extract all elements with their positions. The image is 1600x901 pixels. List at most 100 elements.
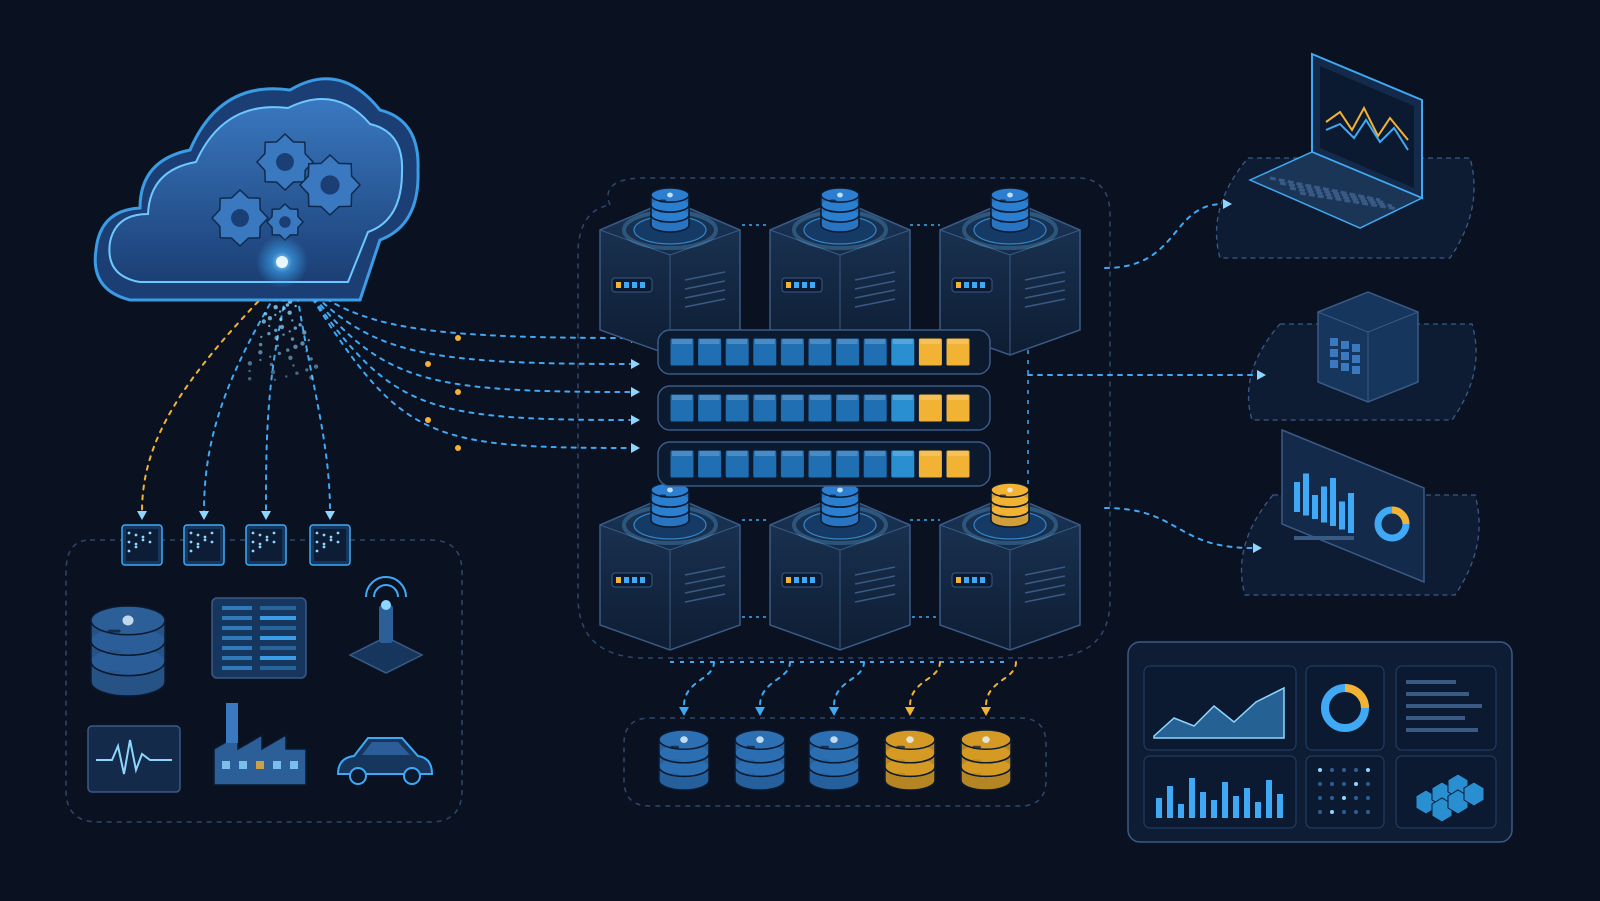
- data-particle: [282, 306, 286, 310]
- flow-packet-5: [455, 445, 461, 451]
- bar-chart-icon: [1143, 755, 1297, 829]
- queue-block: [697, 393, 723, 423]
- queue-block: [862, 449, 888, 479]
- data-particle: [273, 378, 277, 381]
- edge-chip-icon: [121, 524, 163, 566]
- cloud-gears-icon: [93, 77, 420, 302]
- data-particle: [291, 319, 294, 322]
- queue-block: [697, 337, 723, 367]
- queue-block: [835, 337, 861, 367]
- flow-arrow-edge-2: [199, 511, 209, 520]
- flow-to-storage-2: [759, 661, 791, 707]
- data-particle: [293, 326, 298, 330]
- data-particle: [288, 330, 291, 333]
- flow-to-storage-3: [833, 661, 865, 707]
- queue-block: [917, 393, 943, 423]
- flow-cloud-to-cluster-2: [301, 281, 631, 365]
- waveform-monitor-icon: [87, 725, 181, 793]
- data-particle: [274, 313, 277, 317]
- data-particle: [274, 335, 279, 341]
- data-particle: [261, 319, 266, 324]
- report-tablet-icon: [1281, 428, 1425, 584]
- queue-block: [807, 393, 833, 423]
- queue-block: [917, 337, 943, 367]
- flow-cloud-to-cluster-3: [301, 281, 631, 393]
- server-node-icon: [599, 482, 741, 651]
- data-particle: [279, 324, 285, 330]
- queue-block: [945, 337, 971, 367]
- data-particle: [298, 323, 302, 327]
- edge-chip-icon: [245, 524, 287, 566]
- flow-arrow-edge-1: [137, 511, 147, 520]
- flow-cloud-to-edge-1: [141, 286, 273, 513]
- edge-chip-icon: [183, 524, 225, 566]
- data-particle: [302, 330, 307, 335]
- flow-cloud-to-cluster-5: [301, 281, 631, 449]
- data-particle: [267, 331, 271, 336]
- queue-block: [697, 449, 723, 479]
- data-particle: [286, 348, 290, 352]
- server-rack-icon: [211, 597, 307, 679]
- flow-arrow-edge-3: [261, 511, 271, 520]
- flow-arrow-cluster-in-2: [631, 359, 640, 369]
- database-icon: [884, 729, 936, 791]
- database-icon: [658, 729, 710, 791]
- data-particle: [247, 361, 253, 366]
- data-particle: [276, 344, 279, 347]
- queue-block: [669, 449, 695, 479]
- area-chart-icon: [1143, 665, 1297, 751]
- data-particle: [267, 316, 273, 321]
- data-particle: [288, 355, 293, 360]
- flow-packet-3: [455, 389, 461, 395]
- queue-block: [945, 449, 971, 479]
- flow-cloud-to-cluster-4: [301, 281, 631, 421]
- donut-chart-icon: [1305, 665, 1385, 751]
- data-particle: [285, 303, 290, 307]
- queue-block: [862, 393, 888, 423]
- queue-block: [945, 393, 971, 423]
- queue-block: [917, 449, 943, 479]
- data-particle: [269, 362, 274, 367]
- queue-block: [835, 449, 861, 479]
- data-particle: [282, 333, 285, 336]
- flow-to-storage-1: [683, 661, 715, 707]
- data-particle: [295, 371, 299, 375]
- data-particle: [287, 310, 292, 315]
- flow-packet-4: [425, 417, 431, 423]
- queue-block: [752, 449, 778, 479]
- queue-block: [669, 393, 695, 423]
- data-particle: [305, 350, 308, 353]
- iot-antenna-sensor-icon: [348, 576, 424, 674]
- data-particle: [248, 369, 251, 373]
- queue-block: [890, 449, 916, 479]
- flow-cloud-to-cluster-1: [301, 281, 631, 339]
- nodes-layer: [87, 52, 1497, 829]
- cloud-front: [108, 98, 404, 283]
- flow-packet-2: [425, 361, 431, 367]
- sources-frame: [65, 539, 463, 823]
- data-particle: [285, 375, 288, 378]
- flow-arrow-app: [1257, 370, 1266, 380]
- data-particle: [309, 357, 313, 361]
- factory-icon: [213, 703, 307, 786]
- flow-arrow-storage-3: [829, 707, 839, 716]
- data-particle: [307, 339, 310, 342]
- server-node-icon: [939, 482, 1081, 651]
- data-particle: [263, 312, 268, 316]
- cluster-frame: [577, 177, 1111, 659]
- database-icon: [960, 729, 1012, 791]
- data-particle: [300, 341, 305, 346]
- flow-arrow-storage-2: [755, 707, 765, 716]
- data-particle: [290, 337, 295, 341]
- database-icon: [734, 729, 786, 791]
- queue-block: [724, 449, 750, 479]
- message-queue: [657, 441, 991, 487]
- data-particle: [313, 364, 319, 369]
- queue-block: [724, 337, 750, 367]
- queue-block: [779, 337, 805, 367]
- server-node-icon: [769, 482, 911, 651]
- data-particle: [273, 305, 278, 310]
- data-particle: [260, 335, 263, 339]
- flow-cloud-to-edge-3: [265, 286, 289, 513]
